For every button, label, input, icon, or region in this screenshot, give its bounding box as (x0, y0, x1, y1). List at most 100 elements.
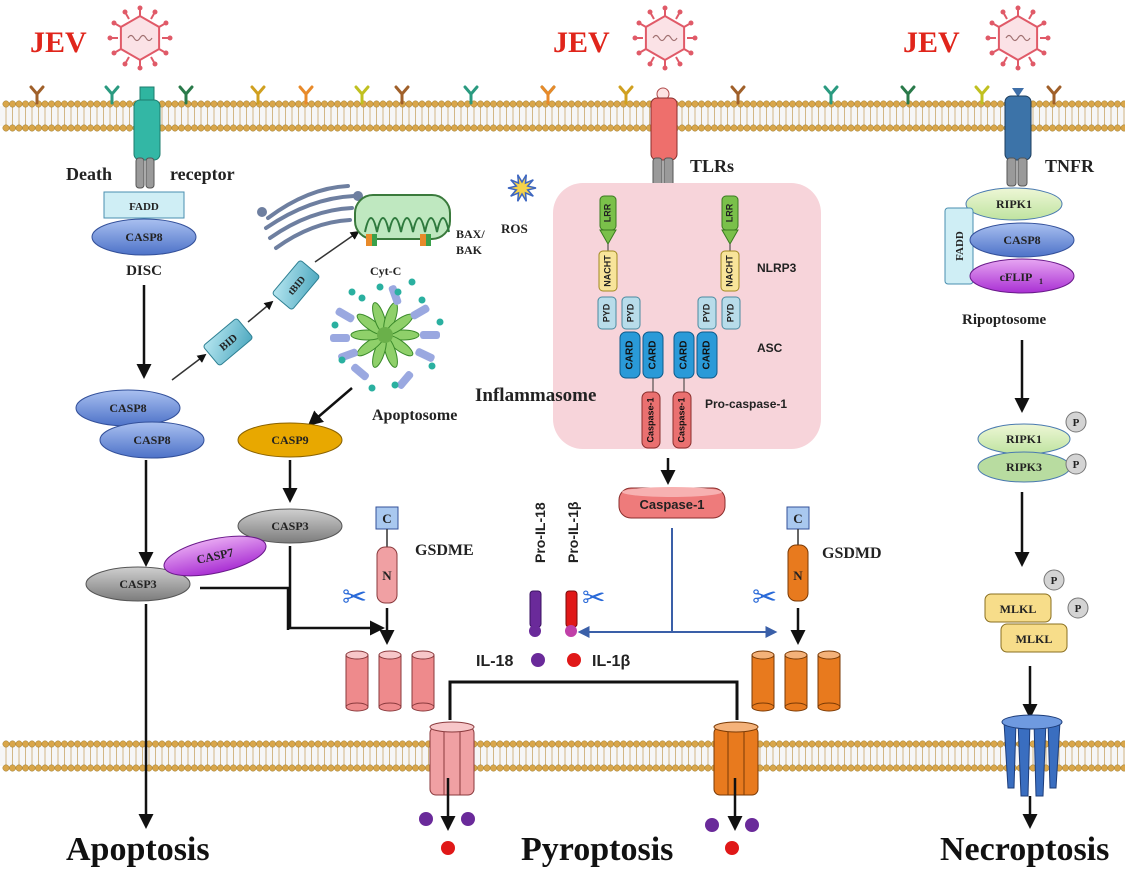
lipid-head (106, 740, 114, 748)
lipid-head (366, 124, 374, 132)
arrow-casp8-to-bid (171, 353, 207, 381)
lipid-head (87, 740, 94, 748)
lipid-head (815, 764, 822, 772)
lipid-head (1094, 740, 1102, 748)
ripk3-phospho-label: RIPK3 (1006, 460, 1042, 474)
il18-label: IL-18 (476, 653, 513, 670)
fadd-box (103, 191, 185, 219)
lipid-head (841, 100, 848, 108)
lipid-head (496, 764, 504, 772)
casp8-dimer-top-label: CASP8 (109, 401, 146, 415)
lipid-head (711, 124, 718, 132)
phospho-p: P (1075, 603, 1082, 615)
lipid-head (594, 100, 601, 108)
lipid-head (834, 100, 842, 108)
lipid-head (841, 740, 848, 748)
lipid-head (438, 124, 445, 132)
gsdme-label: GSDME (415, 542, 474, 559)
casp9-label: CASP9 (271, 433, 308, 447)
lipid-head (932, 124, 939, 132)
phospho-badge (1065, 411, 1087, 433)
casp3-left (85, 566, 191, 602)
lipid-head (561, 124, 569, 132)
lipid-head (132, 740, 140, 748)
lipid-head (334, 124, 341, 132)
lipid-head (165, 100, 172, 108)
y-receptor-icon (540, 85, 556, 105)
virus-icon (632, 5, 698, 71)
lipid-head (698, 740, 705, 748)
lipid-head (626, 100, 634, 108)
pyroptosis-outcome: Pyroptosis (521, 831, 673, 868)
scissors-icon-gsdme: ✂ (342, 581, 367, 614)
lipid-head (581, 764, 588, 772)
bid-box: BID (203, 318, 253, 366)
lipid-head (717, 100, 725, 108)
death-receptor (133, 86, 161, 189)
lipid-head (672, 764, 679, 772)
lipid-head (828, 764, 835, 772)
lipid-head (704, 764, 712, 772)
phospho-badge (1043, 569, 1065, 591)
lipid-head (990, 740, 998, 748)
lipid-head (1120, 740, 1125, 748)
lipid-head (639, 100, 647, 108)
lipid-head (568, 740, 575, 748)
lipid-head (67, 100, 75, 108)
cflip (969, 258, 1075, 294)
lipid-head (984, 740, 991, 748)
lipid-head (171, 740, 179, 748)
cyt-c-dot (436, 318, 444, 326)
lipid-head (997, 764, 1004, 772)
lipid-head (22, 740, 29, 748)
phospho-p: P (1051, 575, 1058, 587)
cyt-c-dot (338, 356, 346, 364)
lipid-head (763, 100, 770, 108)
caspase1-label: Caspase-1 (639, 497, 704, 512)
lipid-head (802, 124, 809, 132)
lipid-head (360, 124, 367, 132)
mlkl-b (1000, 623, 1068, 653)
lipid-head (158, 740, 166, 748)
lipid-head (9, 124, 16, 132)
lipid-head (587, 124, 595, 132)
caspase1-domain (672, 391, 692, 449)
lipid-head (249, 764, 257, 772)
lipid-head (639, 740, 647, 748)
lipid-head (678, 124, 686, 132)
lipid-head (893, 124, 900, 132)
svg-text:PYD: PYD (601, 303, 611, 322)
tlr-receptor (650, 87, 678, 187)
lipid-head (477, 124, 484, 132)
card-label: CARD (679, 341, 690, 370)
lipid-head (392, 100, 400, 108)
lipid-head (139, 740, 146, 748)
lipid-head (210, 764, 218, 772)
lipid-head (418, 740, 426, 748)
lipid-head (581, 124, 588, 132)
lipid-head (418, 764, 426, 772)
death-label: Death (66, 164, 112, 184)
lipid-head (581, 740, 588, 748)
lipid-head (275, 764, 283, 772)
lipid-head (912, 124, 920, 132)
lipid-head (529, 740, 536, 748)
lipid-head (912, 100, 920, 108)
lipid-head (932, 764, 939, 772)
lipid-head (516, 100, 523, 108)
card-label: CARD (625, 341, 636, 370)
lipid-head (386, 740, 393, 748)
lipid-head (808, 764, 816, 772)
lipid-head (490, 740, 497, 748)
card-domain (619, 331, 641, 379)
lipid-head (912, 764, 920, 772)
lipid-head (854, 764, 861, 772)
lipid-head (2, 100, 10, 108)
il18-dot (531, 653, 545, 667)
lipid-head (22, 764, 29, 772)
lrr-domain: LRR (599, 195, 617, 231)
lipid-head (223, 124, 231, 132)
cyt-c-dot (428, 362, 436, 370)
lipid-head (217, 124, 224, 132)
lipid-head (652, 740, 660, 748)
